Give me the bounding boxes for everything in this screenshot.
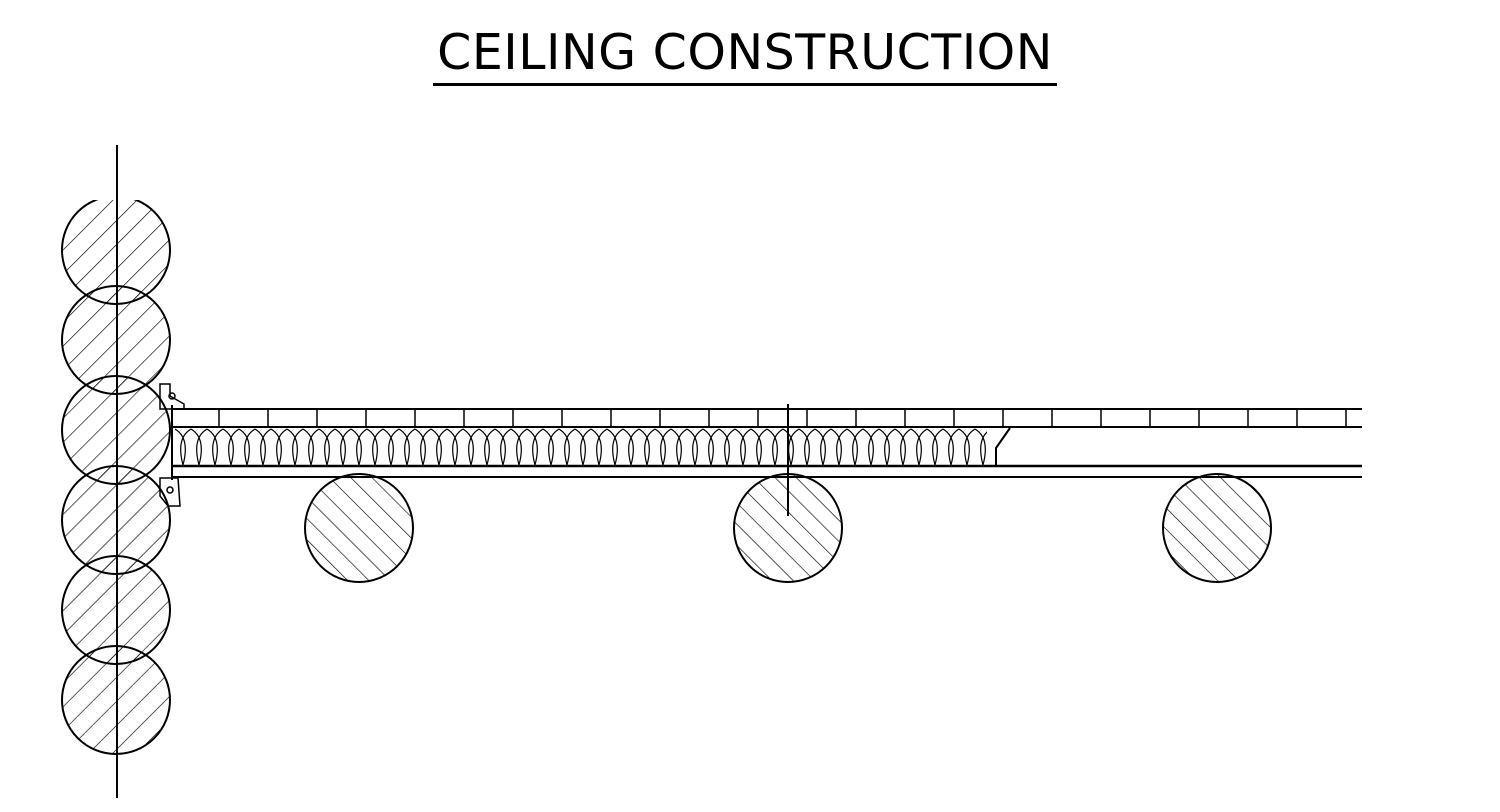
- ceiling-layers: [171, 405, 1362, 480]
- board-joints: [218, 409, 1347, 427]
- drawing-title-text: CEILING CONSTRUCTION: [433, 23, 1057, 86]
- insulation-layer: [175, 428, 987, 466]
- ceiling-joist-1: [304, 473, 414, 583]
- drawing-title: CEILING CONSTRUCTION: [0, 22, 1490, 86]
- bottom-cove-trim: [159, 477, 181, 507]
- insulation-end: [995, 427, 1011, 466]
- bottom-nail-icon: [166, 486, 174, 494]
- ceiling-joists: [304, 473, 1272, 583]
- top-nail-icon: [168, 392, 176, 400]
- ceiling-joist-3: [1162, 473, 1272, 583]
- top-cove-trim: [159, 383, 185, 410]
- wall-fasteners: [159, 383, 185, 507]
